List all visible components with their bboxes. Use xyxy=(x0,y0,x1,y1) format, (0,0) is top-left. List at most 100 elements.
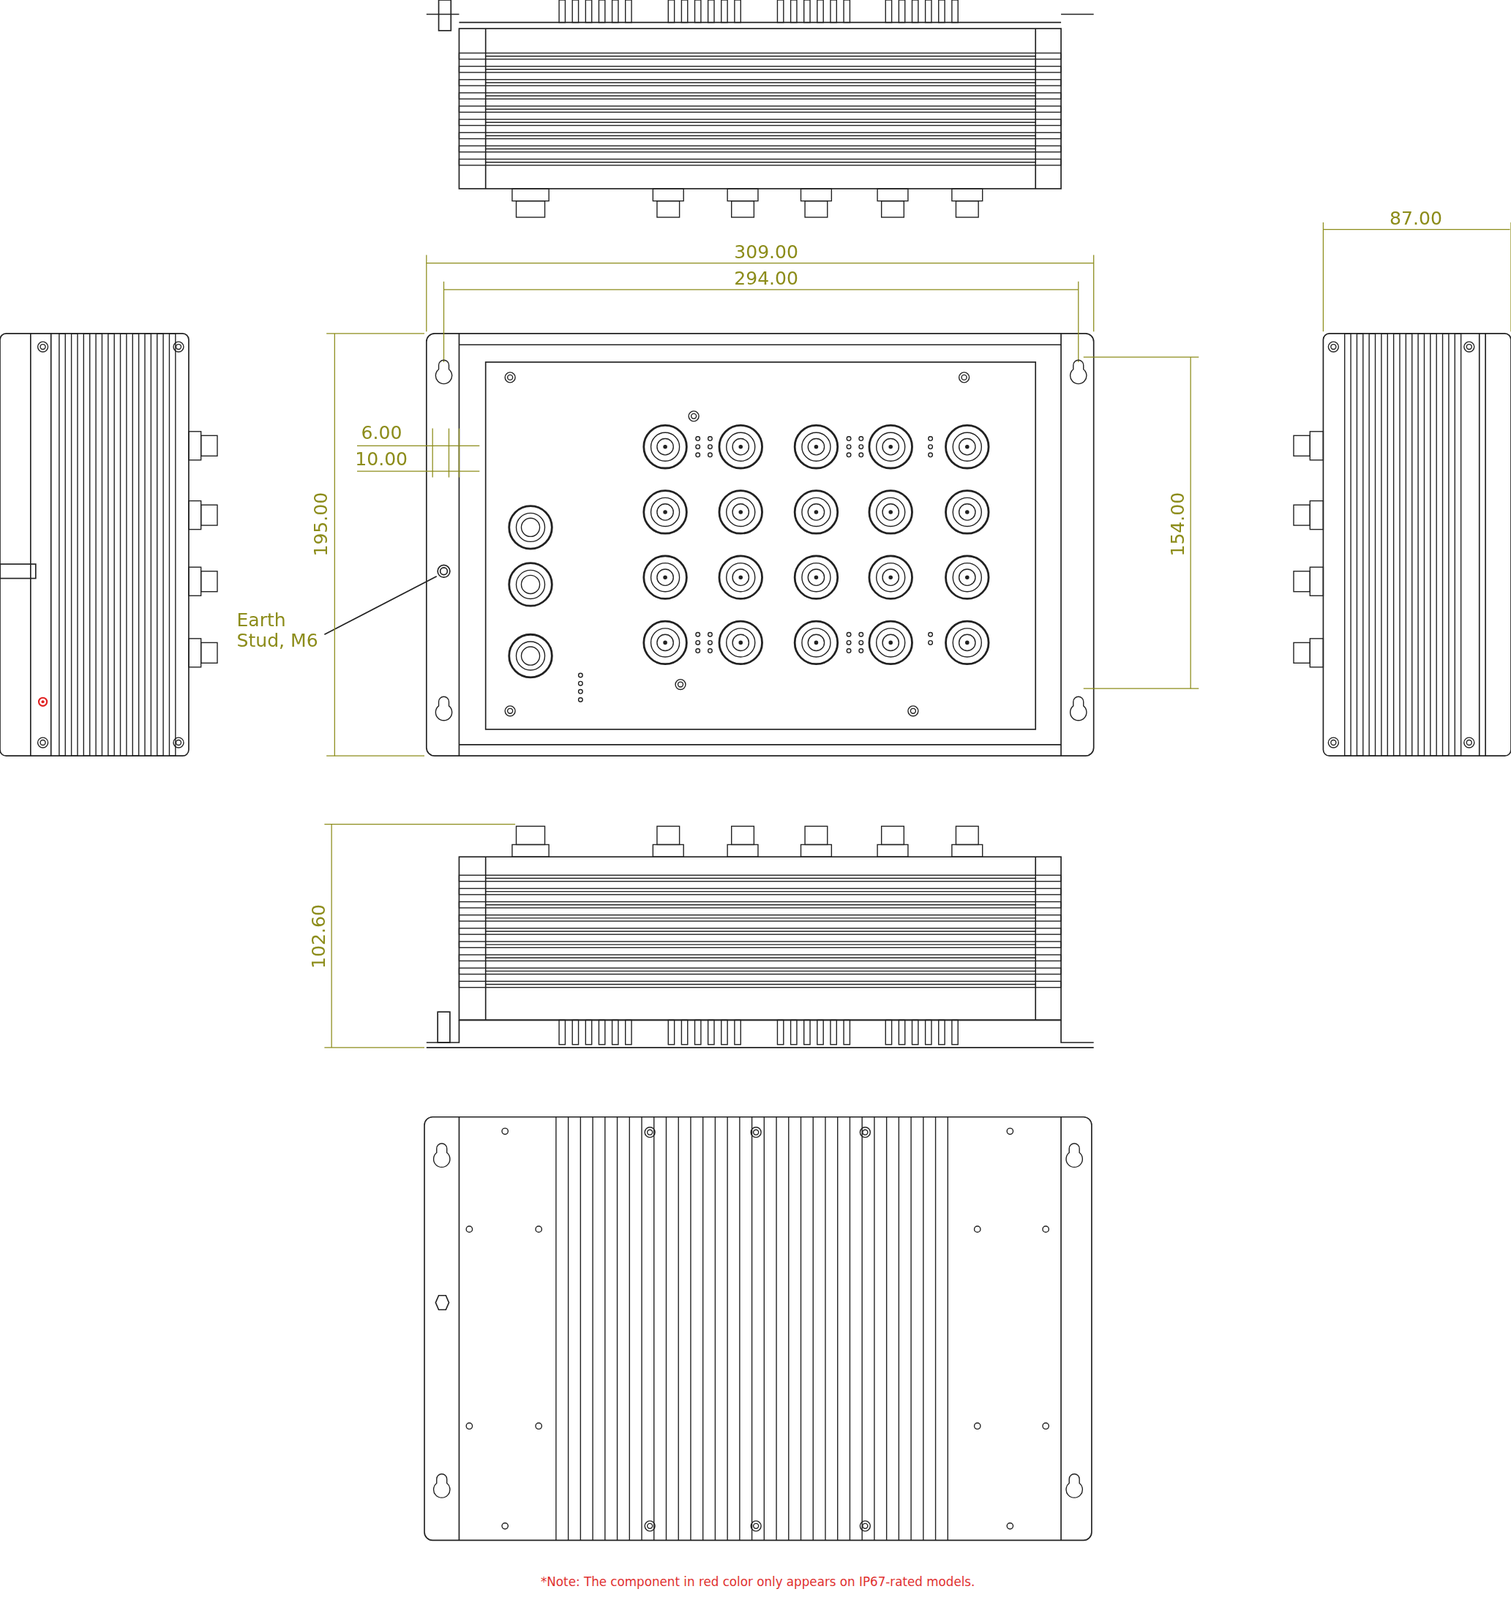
m12-connector xyxy=(959,569,976,586)
led xyxy=(859,640,864,646)
fin-line xyxy=(640,1117,642,1542)
fin xyxy=(458,106,1061,112)
m12-connector xyxy=(952,628,982,658)
fin xyxy=(585,1020,592,1045)
connector xyxy=(731,201,755,218)
fin-line xyxy=(898,1117,900,1542)
m12-connector xyxy=(946,556,990,600)
fin xyxy=(695,0,701,23)
m12-connector xyxy=(657,439,674,456)
keyhole xyxy=(435,360,452,384)
fin-line xyxy=(849,1117,851,1542)
fin xyxy=(695,1020,701,1045)
keyhole xyxy=(1066,1474,1083,1498)
fin xyxy=(59,333,66,756)
connector xyxy=(877,844,909,857)
m12-connector xyxy=(876,563,906,592)
m12-connector xyxy=(726,497,756,527)
fin-line xyxy=(485,95,1037,96)
led xyxy=(708,640,713,646)
connector xyxy=(727,188,759,202)
power-connector xyxy=(509,563,553,607)
connector xyxy=(188,567,202,596)
m12-connector xyxy=(959,634,976,651)
fin-line xyxy=(739,1117,740,1542)
connector xyxy=(512,188,549,202)
fin xyxy=(938,1020,945,1045)
fin xyxy=(1418,333,1424,756)
power-connector xyxy=(516,570,546,599)
fin xyxy=(458,145,1061,152)
plate-edge xyxy=(1060,333,1062,756)
connector xyxy=(657,826,680,845)
fin xyxy=(598,1020,605,1045)
m12-pin xyxy=(739,575,742,579)
fin-line xyxy=(485,957,1037,959)
housing-outline xyxy=(458,856,1061,1021)
housing-outline xyxy=(458,28,1061,189)
fin-line xyxy=(591,1117,593,1542)
fin xyxy=(1430,333,1437,756)
m12-connector xyxy=(643,490,688,535)
fin xyxy=(458,119,1061,126)
m12-connector xyxy=(959,439,976,456)
led xyxy=(928,640,933,646)
fin xyxy=(1356,333,1363,756)
plate-edge xyxy=(50,333,52,756)
led xyxy=(695,452,701,458)
m12-connector xyxy=(869,490,913,535)
mount-hole xyxy=(466,1423,472,1430)
fin xyxy=(830,1020,837,1045)
screw xyxy=(176,740,182,746)
screw xyxy=(862,1129,868,1135)
led xyxy=(846,436,851,442)
led xyxy=(695,649,701,654)
led xyxy=(928,632,933,637)
m12-connector xyxy=(719,621,763,665)
fin-line xyxy=(800,1117,802,1542)
m12-connector xyxy=(801,432,831,461)
m12-pin xyxy=(814,640,818,644)
fin-line xyxy=(485,161,1037,163)
screw xyxy=(1466,740,1472,746)
m12-connector xyxy=(794,621,838,665)
fin xyxy=(790,1020,797,1045)
fin-line xyxy=(726,1117,728,1542)
m12-connector xyxy=(952,432,982,461)
connector xyxy=(1309,567,1323,596)
power-connector xyxy=(509,634,553,678)
fin-line xyxy=(485,970,1037,972)
fin-line xyxy=(604,1117,606,1542)
fin xyxy=(951,1020,958,1045)
screw xyxy=(1330,344,1337,350)
fin xyxy=(83,333,90,756)
dimension-label: 87.00 xyxy=(1387,207,1444,229)
connector xyxy=(877,188,909,202)
fin-line xyxy=(775,1117,777,1542)
stud xyxy=(0,564,36,579)
mount-hole xyxy=(501,1128,508,1135)
screw xyxy=(675,679,686,691)
screw xyxy=(678,681,684,688)
mount-hole xyxy=(974,1423,981,1430)
fin xyxy=(458,928,1061,935)
m12-pin xyxy=(965,640,969,644)
flange xyxy=(426,13,460,16)
fin-line xyxy=(485,930,1037,932)
drawing-lines xyxy=(0,0,1511,1541)
fin xyxy=(708,1020,715,1045)
fin xyxy=(144,333,151,756)
m12-connector xyxy=(726,563,756,592)
m12-pin xyxy=(663,510,667,514)
screw xyxy=(910,708,916,714)
m12-pin xyxy=(663,445,667,449)
fin-line xyxy=(580,1117,581,1542)
fin xyxy=(681,1020,688,1045)
dimension-label: 10.00 xyxy=(352,448,410,470)
fin xyxy=(734,0,741,23)
flange xyxy=(1060,13,1094,16)
fin-line xyxy=(678,1117,680,1542)
fin xyxy=(843,1020,850,1045)
keyhole xyxy=(1070,360,1087,384)
mount-hole xyxy=(1042,1423,1049,1430)
